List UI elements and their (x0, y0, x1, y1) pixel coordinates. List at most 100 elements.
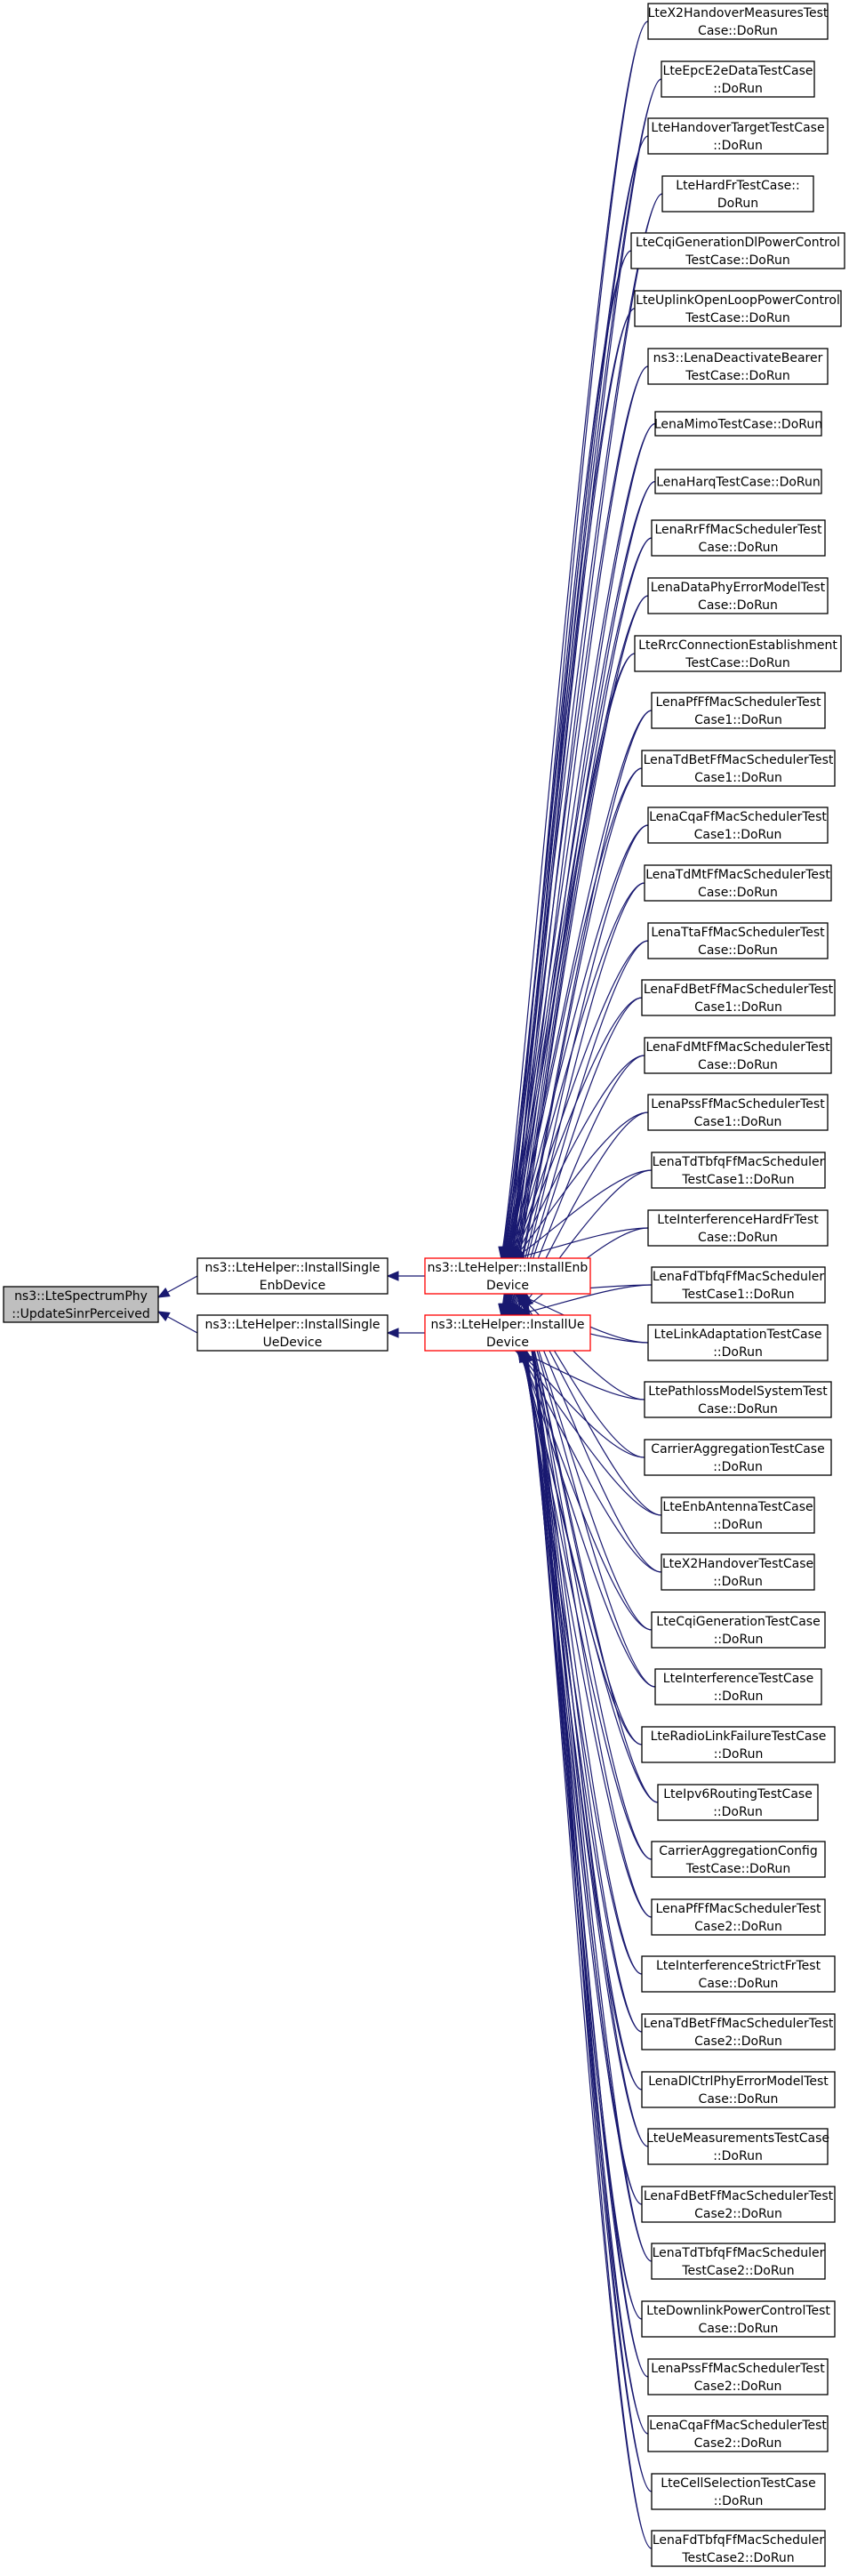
node-label-line: ::DoRun (714, 1633, 764, 1647)
node-lterrcconnectionestablishment-testcase-dorun[interactable]: LteRrcConnectionEstablishmentTestCase::D… (634, 635, 842, 672)
node-ltecqigenerationtestcase-dorun[interactable]: LteCqiGenerationTestCase::DoRun (651, 1611, 826, 1649)
node-label-line: ::DoRun (714, 1689, 764, 1704)
node-label-line: LteIpv6RoutingTestCase (663, 1787, 813, 1802)
node-label-line: LteHardFrTestCase:: (676, 179, 799, 193)
node-lteuemeasurementstestcase-dorun[interactable]: LteUeMeasurementsTestCase::DoRun (646, 2128, 829, 2165)
node-label-line: Case2::DoRun (694, 1920, 782, 1934)
node-lteenbantennatestcase-dorun[interactable]: LteEnbAntennaTestCase::DoRun (661, 1497, 815, 1534)
node-label-line: LteX2HandoverMeasuresTest (648, 6, 829, 20)
edge-line (505, 537, 653, 1259)
node-ltecellselectiontestcase-dorun[interactable]: LteCellSelectionTestCase::DoRun (651, 2473, 826, 2510)
node-box (647, 1209, 829, 1247)
node-ltehardfrtestcase-dorun[interactable]: LteHardFrTestCase::DoRun (661, 175, 814, 213)
node-label-line: Case2::DoRun (694, 2379, 782, 2394)
node-ltehandovertargettestcase-dorun[interactable]: LteHandoverTargetTestCase::DoRun (647, 117, 829, 155)
node-label-line: Case::DoRun (698, 1058, 778, 1072)
node-label-line: LenaFdMtFfMacSchedulerTest (645, 1040, 830, 1055)
node-box (657, 1784, 819, 1821)
node-lteuplinkopenlooppowercontrol-testcase-dorun[interactable]: LteUplinkOpenLoopPowerControlTestCase::D… (634, 290, 842, 327)
node-label-line: LenaPfFfMacSchedulerTest (656, 695, 821, 710)
node-label-line: TestCase::DoRun (685, 1862, 790, 1876)
node-label-line: LteInterferenceHardFrTest (657, 1213, 819, 1227)
edge-line (501, 20, 649, 1259)
node-label-line: Case2::DoRun (694, 2207, 782, 2221)
node-label-line: Case2::DoRun (694, 2436, 782, 2451)
edge-line (502, 250, 632, 1259)
node-label-line: LenaCqaFfMacSchedulerTest (649, 2419, 827, 2433)
edge-line (519, 1293, 653, 1918)
node-ltecqigenerationdlpowercontrol-testcase-dorun[interactable]: LteCqiGenerationDlPowerControlTestCase::… (630, 232, 845, 269)
node-box (647, 117, 829, 155)
node-lteepce2edatatestcase-dorun[interactable]: LteEpcE2eDataTestCase::DoRun (661, 60, 815, 98)
node-label-line: CarrierAggregationConfig (659, 1844, 818, 1858)
node-carrieraggregationtestcase-dorun[interactable]: CarrierAggregationTestCase::DoRun (644, 1439, 832, 1476)
node-label-line: Case1::DoRun (694, 1000, 782, 1015)
node-label-line: LteUeMeasurementsTestCase (646, 2131, 829, 2146)
node-label-line: LenaHarqTestCase::DoRun (656, 476, 821, 490)
node-label-line: ns3::LteHelper::InstallSingle (204, 1261, 380, 1275)
node-box (641, 1955, 836, 1993)
node-box (630, 232, 845, 269)
edge-line (502, 193, 663, 1316)
node-lteipv6routingtestcase-dorun[interactable]: LteIpv6RoutingTestCase::DoRun (657, 1784, 819, 1821)
node-box (641, 750, 836, 787)
node-lteinterferencetestcase-dorun[interactable]: LteInterferenceTestCase::DoRun (654, 1668, 822, 1705)
node-label-line: Case::DoRun (698, 1402, 778, 1416)
node-label-line: LteUplinkOpenLoopPowerControl (636, 293, 840, 308)
node-label-line: Case::DoRun (699, 541, 779, 555)
node-label-line: Case::DoRun (698, 24, 778, 38)
node-label-line: Case::DoRun (698, 598, 778, 613)
node-box (644, 1381, 832, 1418)
node-label-line: LteRrcConnectionEstablishment (638, 638, 837, 653)
node-lenamimotestcase-dorun[interactable]: LenaMimoTestCase::DoRun (654, 411, 822, 437)
node-lteradiolinkfailuretestcase-dorun[interactable]: LteRadioLinkFailureTestCase::DoRun (641, 1726, 836, 1763)
node-label-line: ns3::LteHelper::InstallUe (431, 1318, 585, 1332)
node-box (651, 1611, 826, 1649)
node-box (651, 692, 826, 729)
node-ns3-ltespectrumphy-updatesinrperceived[interactable]: ns3::LteSpectrumPhy::UpdateSinrPerceived (3, 1286, 159, 1323)
node-box (424, 1257, 591, 1295)
node-box (651, 2243, 826, 2280)
node-ltex2handovertestcase-dorun[interactable]: LteX2HandoverTestCase::DoRun (661, 1553, 815, 1591)
node-box (647, 1324, 829, 1361)
node-ltelinkadaptationtestcase-dorun[interactable]: LteLinkAdaptationTestCase::DoRun (647, 1324, 829, 1361)
node-lenaharqtestcase-dorun[interactable]: LenaHarqTestCase::DoRun (654, 469, 822, 494)
node-label-line: ::DoRun (713, 1460, 763, 1474)
node-box (641, 1726, 836, 1763)
node-label-line: LenaTdTbfqFfMacScheduler (653, 2246, 825, 2260)
node-label-line: ::DoRun (713, 1805, 763, 1819)
node-label-line: Case1::DoRun (694, 771, 782, 785)
